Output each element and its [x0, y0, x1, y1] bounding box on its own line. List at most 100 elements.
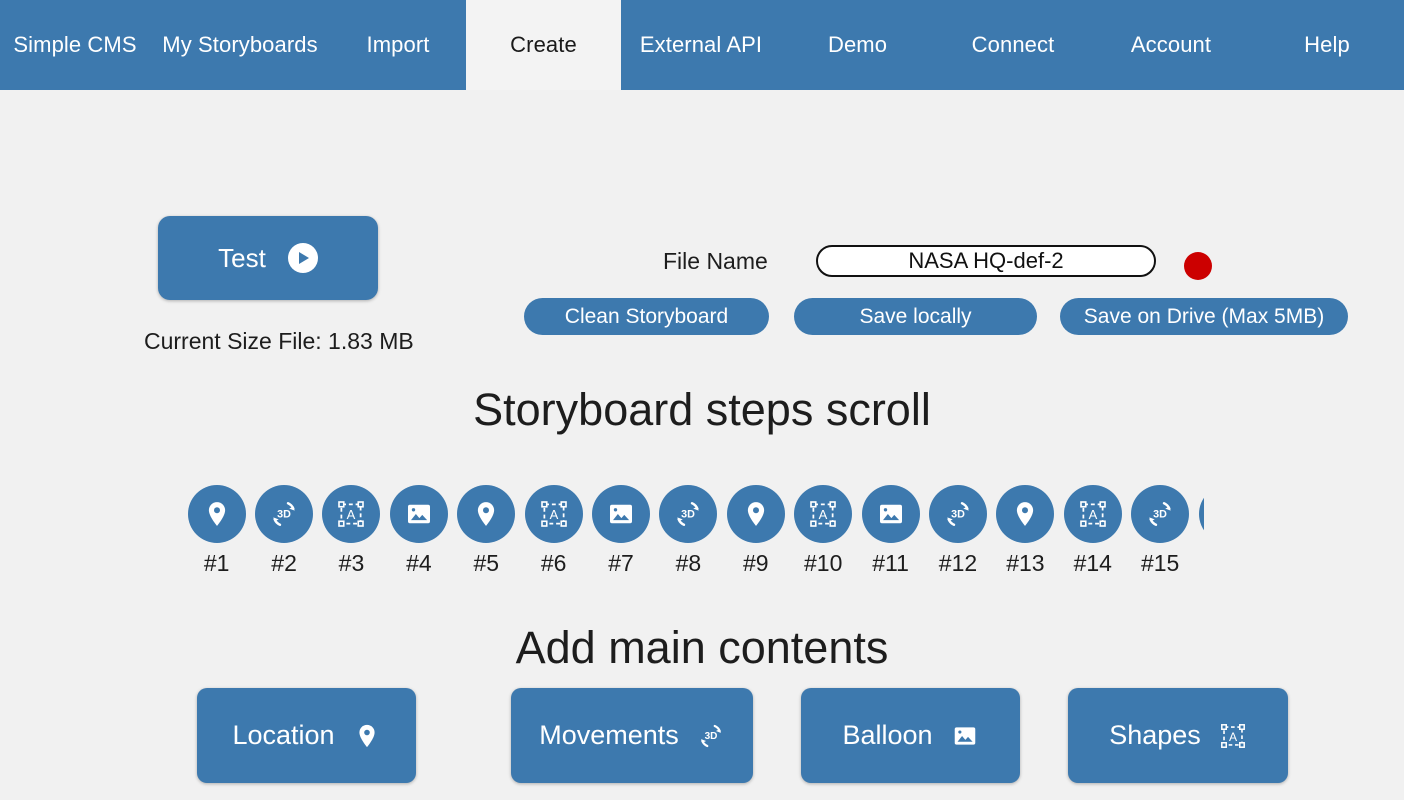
- nav-item-my-storyboards[interactable]: My Storyboards: [150, 0, 330, 90]
- storyboard-step-label: #3: [338, 550, 365, 576]
- play-icon: [287, 243, 318, 273]
- storyboard-step[interactable]: #16: [1194, 485, 1204, 575]
- navbar-background-right: [621, 0, 1404, 90]
- file-name-label: File Name: [663, 248, 768, 274]
- nav-item-label: My Storyboards: [162, 32, 318, 57]
- storyboard-step-label: #13: [1006, 550, 1045, 576]
- balloon-image-icon[interactable]: [389, 485, 448, 543]
- add-location-button[interactable]: Location: [197, 688, 416, 783]
- storyboard-step[interactable]: A #10: [790, 485, 857, 575]
- storyboard-step[interactable]: #13: [992, 485, 1059, 575]
- location-pin-icon[interactable]: [187, 485, 246, 543]
- storyboard-step-label: #11: [872, 550, 909, 576]
- svg-text:A: A: [1229, 729, 1238, 743]
- nav-item-simple-cms[interactable]: Simple CMS: [0, 0, 150, 90]
- nav-item-demo[interactable]: Demo: [781, 0, 934, 90]
- main-content: Test Current Size File: 1.83 MB File Nam…: [0, 90, 1404, 800]
- storyboard-step[interactable]: #11: [857, 485, 924, 575]
- nav-item-import[interactable]: Import: [330, 0, 466, 90]
- storyboard-step-label: #7: [608, 550, 634, 576]
- storyboard-step-label: #5: [473, 550, 500, 576]
- location-pin-icon: [353, 722, 381, 750]
- storyboard-step[interactable]: 3D #8: [655, 485, 722, 575]
- storyboard-step[interactable]: #7: [587, 485, 654, 575]
- nav-item-label: Import: [366, 32, 430, 57]
- nav-item-label: Demo: [827, 32, 888, 57]
- shapes-icon[interactable]: A: [524, 485, 583, 543]
- nav-item-label: Create: [510, 32, 577, 57]
- add-content-button-label: Location: [232, 720, 335, 750]
- storyboard-step[interactable]: #5: [453, 485, 520, 575]
- balloon-image-icon[interactable]: [861, 485, 920, 543]
- add-movements-button[interactable]: Movements 3D: [511, 688, 753, 783]
- svg-text:3D: 3D: [951, 508, 965, 520]
- storyboard-steps-title: Storyboard steps scroll: [473, 384, 931, 435]
- storyboard-step[interactable]: A #14: [1059, 485, 1126, 575]
- storyboard-step-label: #10: [804, 550, 843, 576]
- add-balloon-button[interactable]: Balloon: [801, 688, 1020, 783]
- save-on-drive-button[interactable]: Save on Drive (Max 5MB): [1060, 298, 1348, 335]
- storyboard-step-label: #1: [203, 550, 230, 576]
- movement-3d-icon[interactable]: 3D: [659, 485, 718, 543]
- save-locally-button[interactable]: Save locally: [794, 298, 1037, 335]
- nav-item-connect[interactable]: Connect: [934, 0, 1092, 90]
- storyboard-step[interactable]: A #3: [318, 485, 385, 575]
- current-file-size-label: Current Size File: 1.83 MB: [144, 328, 414, 354]
- nav-item-create[interactable]: Create: [466, 0, 621, 90]
- nav-item-label: Simple CMS: [13, 32, 137, 57]
- svg-text:A: A: [347, 507, 356, 522]
- nav-item-account[interactable]: Account: [1092, 0, 1250, 90]
- nav-item-label: External API: [639, 32, 763, 57]
- clean-storyboard-button[interactable]: Clean Storyboard: [524, 298, 769, 335]
- add-content-button-label: Shapes: [1109, 720, 1201, 750]
- nav-item-label: Help: [1304, 32, 1350, 57]
- storyboard-step-label: #8: [675, 550, 702, 576]
- storyboard-step[interactable]: #4: [385, 485, 452, 575]
- shapes-icon[interactable]: A: [322, 485, 381, 543]
- svg-text:3D: 3D: [704, 731, 717, 742]
- balloon-image-icon[interactable]: [592, 485, 651, 543]
- nav-item-label: Connect: [971, 32, 1055, 57]
- svg-text:A: A: [1088, 507, 1097, 522]
- shapes-icon[interactable]: A: [794, 485, 853, 543]
- location-pin-icon[interactable]: [1198, 485, 1204, 543]
- storyboard-step[interactable]: 3D #15: [1126, 485, 1193, 575]
- shapes-icon[interactable]: A: [1063, 485, 1122, 543]
- storyboard-step-label: #14: [1073, 550, 1112, 576]
- add-content-button-label: Movements: [539, 720, 679, 750]
- location-pin-icon[interactable]: [726, 485, 785, 543]
- add-shapes-button[interactable]: Shapes A: [1068, 688, 1288, 783]
- movement-3d-icon[interactable]: 3D: [255, 485, 314, 543]
- storyboard-step[interactable]: #9: [722, 485, 789, 575]
- test-button[interactable]: Test: [158, 216, 378, 300]
- navbar-background-left: [0, 0, 466, 90]
- storyboard-step-label: #2: [271, 550, 297, 576]
- svg-text:A: A: [819, 507, 828, 522]
- storyboard-step-label: #15: [1140, 550, 1180, 576]
- storyboard-step-label: #4: [406, 550, 432, 576]
- svg-text:3D: 3D: [682, 508, 696, 520]
- storyboard-step[interactable]: 3D #12: [924, 485, 991, 575]
- location-pin-icon[interactable]: [457, 485, 516, 543]
- storyboard-step[interactable]: #1: [183, 485, 250, 575]
- movement-3d-icon[interactable]: 3D: [928, 485, 987, 543]
- file-name-input[interactable]: [816, 245, 1156, 277]
- storyboard-step-label: #12: [938, 550, 978, 576]
- test-button-label: Test: [218, 242, 266, 273]
- shapes-icon: A: [1219, 722, 1247, 750]
- svg-text:3D: 3D: [1153, 508, 1167, 520]
- storyboard-step[interactable]: A#6: [520, 485, 587, 575]
- svg-text:A: A: [549, 507, 558, 522]
- location-pin-icon[interactable]: [996, 485, 1055, 543]
- record-status-dot: [1184, 252, 1212, 280]
- movement-3d-icon[interactable]: 3D: [1131, 485, 1190, 543]
- balloon-image-icon: [951, 722, 979, 750]
- add-main-contents-title: Add main contents: [515, 622, 889, 673]
- storyboard-step[interactable]: 3D#2: [250, 485, 317, 575]
- nav-item-help[interactable]: Help: [1250, 0, 1404, 90]
- nav-item-external-api[interactable]: External API: [621, 0, 781, 90]
- navbar-items: Simple CMS My Storyboards Import Create Exte…: [0, 0, 1404, 90]
- add-content-button-label: Balloon: [842, 720, 933, 750]
